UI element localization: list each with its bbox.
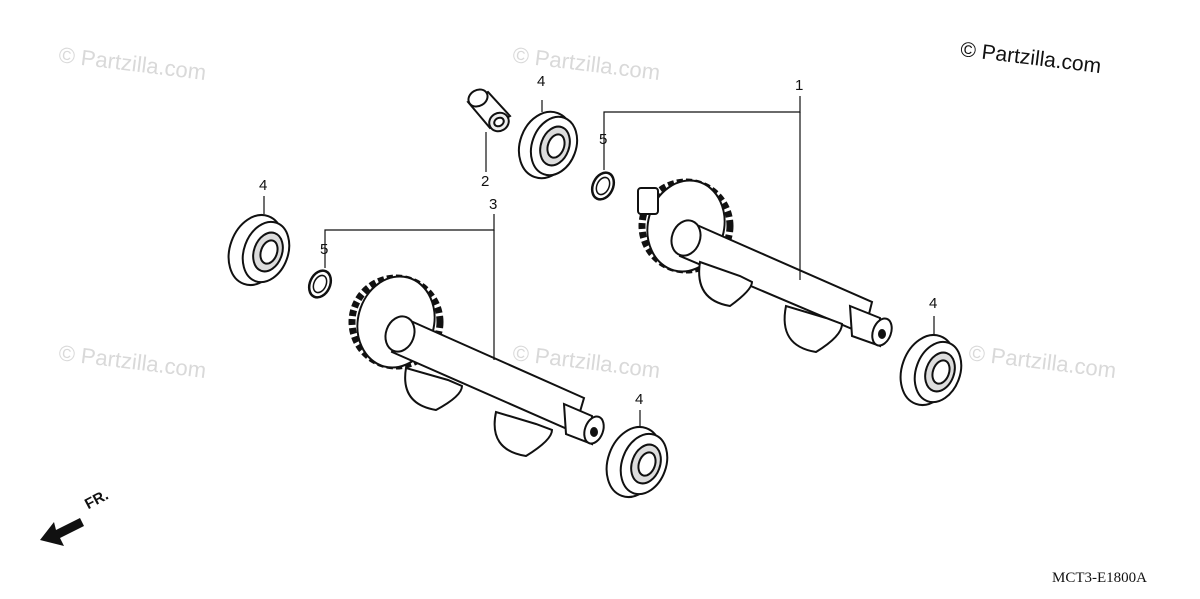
callout-3: 3 bbox=[489, 196, 497, 213]
callout-5: 5 bbox=[320, 241, 328, 258]
circlip-part-5-left[interactable] bbox=[305, 260, 335, 301]
bearing-part-4-top[interactable] bbox=[510, 100, 585, 186]
leader-lines-part-3 bbox=[324, 214, 495, 360]
watermark: © Partzilla.com bbox=[57, 42, 207, 85]
watermark-layer: © Partzilla.com © Partzilla.com © Partzi… bbox=[57, 42, 1117, 383]
callout-2: 2 bbox=[481, 173, 489, 190]
diagram-code: MCT3-E1800A bbox=[1052, 570, 1147, 586]
callout-4: 4 bbox=[929, 295, 937, 312]
watermark: © Partzilla.com bbox=[967, 340, 1117, 383]
circlip-part-5-top[interactable] bbox=[588, 150, 618, 203]
watermark: © Partzilla.com bbox=[57, 340, 207, 383]
callout-5: 5 bbox=[599, 131, 607, 148]
collar-part-2[interactable] bbox=[465, 86, 512, 172]
callout-4: 4 bbox=[259, 177, 267, 194]
watermark: © Partzilla.com bbox=[511, 42, 661, 85]
bearing-part-4-right[interactable] bbox=[891, 316, 969, 413]
callout-1: 1 bbox=[795, 77, 803, 94]
callout-4: 4 bbox=[537, 73, 545, 90]
balancer-shaft-part-3[interactable] bbox=[347, 268, 607, 458]
arrow-down-left-icon bbox=[40, 518, 84, 546]
leader-lines-part-1 bbox=[603, 96, 801, 280]
bearing-part-4-left[interactable] bbox=[219, 196, 297, 293]
bearing-part-4-bottom[interactable] bbox=[597, 410, 675, 505]
callout-4: 4 bbox=[635, 391, 643, 408]
balancer-shaft-part-1[interactable] bbox=[637, 172, 895, 354]
